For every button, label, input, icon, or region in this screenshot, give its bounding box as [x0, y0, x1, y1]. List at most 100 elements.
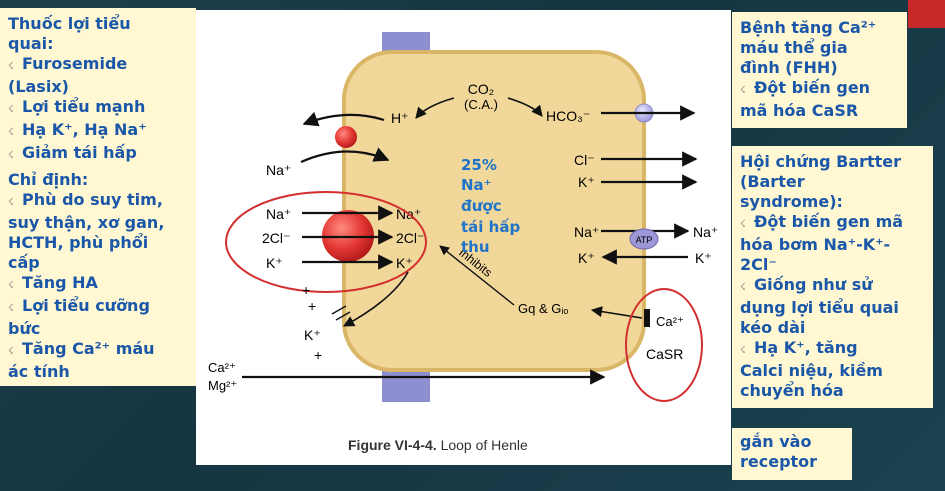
- na-pump-in-label: Na⁺: [574, 224, 599, 240]
- note-line: chuyển hóa: [740, 381, 844, 400]
- note-line: cấp: [8, 253, 40, 272]
- bullet-icon: ☇: [8, 127, 14, 138]
- note-line: Chỉ định:: [8, 170, 89, 189]
- note-line: ☇Giống như sử: [740, 275, 933, 298]
- arrow-h-out: [302, 111, 385, 127]
- bullet-icon: ☇: [8, 104, 14, 115]
- hco3-label: HCO₃⁻: [546, 108, 590, 124]
- na-nkcc-in-label: Na⁺: [266, 206, 291, 222]
- na-top-label: Na⁺: [266, 162, 291, 178]
- note-line: bức: [8, 319, 41, 338]
- note-line: HCTH, phù phổi: [8, 233, 149, 252]
- arrow-na-in: [300, 147, 390, 164]
- k-channel-mark-b: [335, 311, 351, 321]
- bullet-icon: ☇: [8, 150, 14, 161]
- figure-caption: Figure VI-4-4. Loop of Henle: [348, 437, 528, 453]
- note-line: ☇Tăng Ca²⁺ máu: [8, 339, 196, 362]
- bullet-icon: ☇: [8, 346, 14, 357]
- bullet-icon: ☇: [8, 61, 14, 72]
- note-line: (Lasix): [8, 77, 69, 96]
- note-line: dụng lợi tiểu quai: [740, 298, 899, 317]
- ca-bottom-label: Ca²⁺: [208, 360, 236, 375]
- overlay-annotation: 25% Na⁺ được tái hấp thu: [461, 156, 520, 256]
- right-top-notes-panel: Bệnh tăng Ca²⁺ máu thể gia đình (FHH) ☇Đ…: [732, 12, 907, 128]
- ca-receptor-label: Ca²⁺: [656, 314, 684, 329]
- mg-bottom-label: Mg²⁺: [208, 378, 237, 393]
- right-overflow-notes-panel: gắn vào receptor: [732, 428, 852, 480]
- overlay-line: thu: [461, 238, 490, 256]
- caption-rest: Loop of Henle: [437, 437, 528, 453]
- note-line: ☇Furosemide: [8, 54, 196, 77]
- note-line: ☇Đột biến gen mã: [740, 212, 933, 235]
- arrow-co2-to-h: [415, 97, 455, 119]
- note-line: ☇Hạ K⁺, Hạ Na⁺: [8, 120, 196, 143]
- overlay-line: Na⁺: [461, 176, 492, 194]
- note-line: receptor: [740, 452, 818, 471]
- plus-sign: +: [308, 298, 316, 314]
- note-line: ☇Đột biến gen: [740, 78, 907, 101]
- k-bottom-label: K⁺: [304, 327, 321, 343]
- overlay-line: được: [461, 197, 502, 215]
- bullet-icon: ☇: [740, 345, 746, 356]
- k-nkcc-in-label: K⁺: [266, 255, 283, 271]
- left-notes-panel: Thuốc lợi tiểu quai: ☇Furosemide (Lasix)…: [0, 8, 196, 386]
- arrow-inhibits: [439, 245, 515, 306]
- note-line: hóa bơm Na⁺-K⁺-: [740, 235, 891, 254]
- gq-label: Gq & Gᵢₒ: [518, 301, 568, 316]
- plus-sign: +: [314, 347, 322, 363]
- note-line: 2Cl⁻: [740, 255, 777, 274]
- k-channel-mark-a: [331, 305, 347, 315]
- k-pump-out-label: K⁺: [695, 250, 712, 266]
- red-accent-bar: [908, 0, 945, 28]
- nkcc2-highlight-circle: [225, 191, 427, 293]
- casr-highlight-circle: [625, 288, 703, 402]
- note-line: (Barter: [740, 172, 805, 191]
- bullet-icon: ☇: [8, 197, 14, 208]
- overlay-line: tái hấp: [461, 218, 520, 236]
- caption-bold: Figure VI-4-4.: [348, 437, 437, 453]
- note-line: ác tính: [8, 362, 70, 381]
- co2-label: CO₂: [468, 81, 494, 97]
- arrow-k-recycle: [343, 271, 409, 327]
- note-line: ☇Lợi tiểu cưỡng: [8, 296, 196, 319]
- note-line: ☇Hạ K⁺, tăng: [740, 338, 933, 361]
- plus-sign: +: [302, 282, 310, 298]
- note-line: ☇Phù do suy tim,: [8, 190, 196, 213]
- casr-receptor-icon: [644, 309, 650, 327]
- note-line: quai:: [8, 34, 54, 53]
- note-line: syndrome):: [740, 192, 843, 211]
- carbonic-anhydrase-label: (C.A.): [464, 97, 498, 112]
- note-line: Bệnh tăng Ca²⁺: [740, 18, 877, 37]
- bullet-icon: ☇: [740, 219, 746, 230]
- note-line: ☇Lợi tiểu mạnh: [8, 97, 196, 120]
- cl-nkcc-out-label: 2Cl⁻: [396, 230, 424, 246]
- bullet-icon: ☇: [8, 303, 14, 314]
- cl-right-label: Cl⁻: [574, 152, 595, 168]
- note-line: Thuốc lợi tiểu: [8, 14, 131, 33]
- na-pump-out-label: Na⁺: [693, 224, 718, 240]
- overlay-line: 25%: [461, 156, 497, 174]
- k-nkcc-out-label: K⁺: [396, 255, 413, 271]
- right-bottom-notes-panel: Hội chứng Bartter (Barter syndrome): ☇Độ…: [732, 146, 933, 408]
- bullet-icon: ☇: [740, 85, 746, 96]
- note-line: gắn vào: [740, 432, 812, 451]
- note-line: đình (FHH): [740, 58, 838, 77]
- note-line: ☇Tăng HA: [8, 273, 196, 296]
- note-line: ☇Giảm tái hấp: [8, 143, 196, 166]
- atp-label: ATP: [636, 235, 653, 245]
- arrow-casr-to-gq: [590, 306, 643, 319]
- figure-svg: CO₂ (C.A.) H⁺ HCO₃⁻ Na⁺ Cl⁻ K⁺ Na⁺ Na⁺ 2…: [208, 32, 718, 453]
- note-line: kéo dài: [740, 318, 806, 337]
- note-line: suy thận, xơ gan,: [8, 213, 165, 232]
- note-line: mã hóa CaSR: [740, 101, 859, 120]
- cl-nkcc-in-label: 2Cl⁻: [262, 230, 290, 246]
- note-line: Hội chứng Bartter: [740, 152, 902, 171]
- h-plus-label: H⁺: [391, 110, 409, 126]
- bullet-icon: ☇: [740, 282, 746, 293]
- k-pump-in-label: K⁺: [578, 250, 595, 266]
- note-line: máu thể gia: [740, 38, 848, 57]
- arrow-co2-to-hco3: [507, 97, 543, 117]
- k-right-label: K⁺: [578, 174, 595, 190]
- note-line: Calci niệu, kiềm: [740, 361, 883, 380]
- red-transporter-small: [335, 126, 357, 148]
